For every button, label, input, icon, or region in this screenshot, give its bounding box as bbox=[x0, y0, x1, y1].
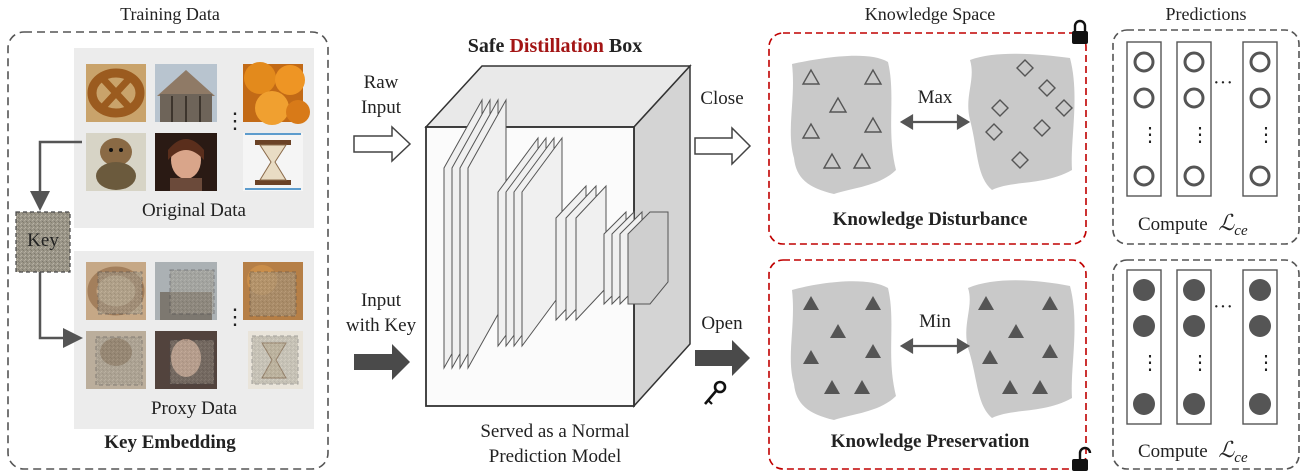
filled-triangles-left bbox=[803, 296, 881, 394]
bottom-loss-subscript: ce bbox=[1234, 449, 1248, 466]
min-label: Min bbox=[919, 311, 951, 332]
box-caption-line2: Prediction Model bbox=[488, 446, 622, 467]
key-icon bbox=[704, 380, 727, 405]
hollow-diamonds bbox=[985, 59, 1073, 169]
pretzel-image bbox=[86, 64, 146, 122]
original-ellipsis: ⋮ bbox=[224, 108, 246, 133]
box-title-safe: Safe bbox=[467, 35, 510, 57]
key-input-arrow bbox=[354, 344, 410, 380]
key-label: Key bbox=[27, 230, 59, 251]
proxy-hourglass-image bbox=[248, 331, 303, 389]
bottom-output-columns bbox=[1126, 269, 1278, 425]
knowledge-space-title: Knowledge Space bbox=[864, 4, 996, 24]
box-title-box: Box bbox=[603, 35, 643, 57]
open-label: Open bbox=[701, 313, 743, 334]
key-box bbox=[15, 211, 71, 273]
close-arrow bbox=[694, 126, 752, 166]
disturbance-left-blob bbox=[790, 55, 896, 194]
bottom-output-neurons bbox=[1133, 279, 1271, 415]
top-compute-loss: Compute ℒce bbox=[1138, 210, 1248, 240]
proxy-barn-image bbox=[155, 262, 217, 320]
close-label: Close bbox=[700, 88, 744, 109]
safe-distillation-box-title: Safe Distillation Box bbox=[420, 35, 690, 58]
open-arrow bbox=[695, 340, 750, 376]
top-loss-subscript: ce bbox=[1234, 222, 1248, 239]
raw-input-line2: Input bbox=[360, 97, 402, 118]
original-images bbox=[86, 62, 310, 191]
raw-input-arrow bbox=[353, 125, 412, 163]
bottom-loss-symbol: ℒ bbox=[1218, 437, 1235, 462]
hollow-triangles bbox=[801, 68, 883, 169]
knowledge-preservation-label: Knowledge Preservation bbox=[830, 431, 1030, 452]
top-col2-vdots: ⋮ bbox=[1190, 124, 1210, 146]
bottom-col1-vdots: ⋮ bbox=[1140, 352, 1160, 374]
bottom-neuron-dots: ··· bbox=[1213, 296, 1233, 318]
proxy-data-caption: Proxy Data bbox=[150, 398, 237, 419]
proxy-dog-image bbox=[86, 331, 146, 389]
top-col3-vdots: ⋮ bbox=[1256, 124, 1276, 146]
top-output-columns bbox=[1126, 41, 1278, 197]
original-data-caption: Original Data bbox=[142, 200, 246, 221]
knowledge-disturbance-label: Knowledge Disturbance bbox=[832, 209, 1028, 230]
bottom-compute-loss: Compute ℒce bbox=[1138, 437, 1248, 467]
box-title-distillation: Distillation bbox=[509, 35, 604, 57]
predictions-title: Predictions bbox=[1165, 4, 1247, 24]
proxy-pretzel-image bbox=[86, 262, 146, 320]
filled-triangles-right bbox=[978, 296, 1058, 394]
max-double-arrow bbox=[899, 114, 971, 130]
preservation-right-blob bbox=[966, 280, 1075, 418]
woman-image bbox=[155, 133, 217, 191]
knowledge-preservation-panel bbox=[768, 259, 1087, 470]
key-embedding-label: Key Embedding bbox=[104, 432, 236, 453]
hourglass-image bbox=[243, 133, 303, 191]
predictions-bottom-panel bbox=[1112, 259, 1300, 470]
top-output-neurons bbox=[1133, 51, 1271, 187]
lock-open-icon bbox=[1072, 446, 1092, 471]
disturbance-right-blob bbox=[968, 53, 1075, 191]
max-label: Max bbox=[917, 87, 953, 108]
key-to-proxy-line bbox=[38, 272, 83, 348]
proxy-ellipsis: ⋮ bbox=[224, 304, 246, 329]
predictions-top-panel bbox=[1112, 29, 1300, 245]
lock-closed-icon bbox=[1072, 19, 1088, 44]
network-layers bbox=[443, 98, 669, 370]
proxy-images bbox=[86, 262, 303, 389]
preservation-left-blob bbox=[790, 281, 896, 420]
dog-image bbox=[86, 133, 146, 191]
bottom-col3-vdots: ⋮ bbox=[1256, 352, 1276, 374]
knowledge-disturbance-panel bbox=[768, 32, 1087, 245]
top-neuron-dots: ··· bbox=[1213, 72, 1233, 94]
top-col1-vdots: ⋮ bbox=[1140, 124, 1160, 146]
bottom-col2-vdots: ⋮ bbox=[1190, 352, 1210, 374]
training-data-title: Training Data bbox=[120, 4, 220, 24]
oranges-image bbox=[243, 62, 310, 125]
proxy-woman-image bbox=[155, 331, 217, 389]
proxy-oranges-image bbox=[243, 262, 303, 320]
key-to-original-line bbox=[30, 140, 82, 211]
bottom-compute-label: Compute bbox=[1138, 441, 1208, 462]
top-compute-label: Compute bbox=[1138, 214, 1208, 235]
box-caption-line1: Served as a Normal bbox=[480, 421, 630, 442]
barn-image bbox=[155, 64, 217, 122]
key-input-line1: Input bbox=[360, 290, 402, 311]
min-double-arrow bbox=[899, 338, 971, 354]
top-loss-symbol: ℒ bbox=[1218, 210, 1235, 235]
training-data-panel bbox=[7, 31, 329, 470]
raw-input-line1: Raw bbox=[363, 72, 399, 93]
key-input-line2: with Key bbox=[345, 315, 417, 336]
